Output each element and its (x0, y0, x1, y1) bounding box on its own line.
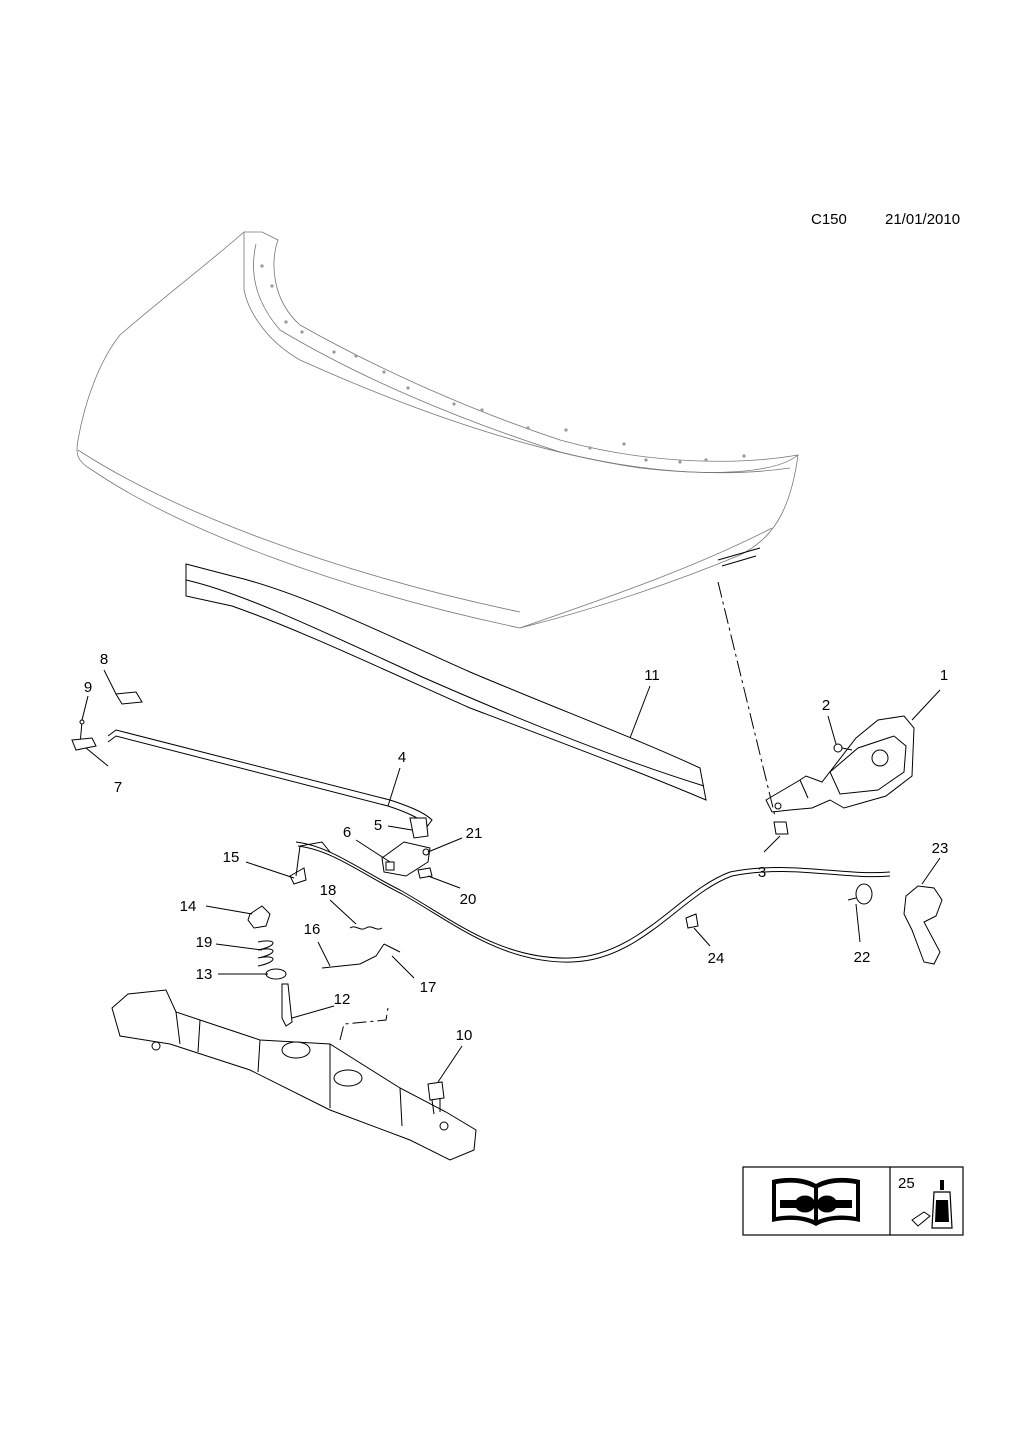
legend-item-25: 25 (898, 1175, 915, 1192)
wrench-book-icon (772, 1177, 860, 1226)
cable-grommet (847, 883, 873, 905)
callout-19: 19 (196, 934, 213, 951)
front-cross-member (111, 989, 477, 1161)
sealant-tube-icon (911, 1180, 953, 1229)
callout-20: 20 (460, 891, 477, 908)
bonnet-support-rod (107, 729, 433, 829)
diagram-date: 21/01/2010 (885, 211, 961, 228)
lock-lever (321, 943, 385, 969)
callout-15: 15 (223, 849, 240, 866)
callout-24: 24 (708, 950, 725, 967)
bonnet-seal-strip (185, 563, 707, 801)
callout-18: 18 (320, 882, 337, 899)
callout-8: 8 (100, 651, 108, 668)
callout-14: 14 (180, 898, 197, 915)
latch-bolt (833, 743, 853, 753)
callout-2: 2 (822, 697, 830, 714)
bump-stop-buffer (427, 1081, 445, 1115)
callout-5: 5 (374, 817, 382, 834)
catch-clip (409, 817, 429, 839)
bonnet-latch (765, 715, 915, 813)
callout-6: 6 (343, 824, 351, 841)
callout-leaders (81, 669, 941, 1083)
callout-11: 11 (644, 667, 660, 684)
latch-nut (773, 821, 789, 835)
callout-12: 12 (334, 991, 351, 1008)
release-handle (903, 885, 943, 965)
diagram-code: C150 (811, 211, 847, 228)
callout-numbers: 1 2 3 4 5 6 7 8 9 10 11 12 13 14 15 16 1… (84, 651, 949, 1044)
callout-16: 16 (304, 921, 321, 938)
callout-23: 23 (932, 840, 949, 857)
callout-21: 21 (466, 825, 483, 842)
striker-washer (265, 968, 287, 980)
bonnet-panel (76, 231, 799, 629)
release-cable (289, 841, 891, 963)
callout-4: 4 (398, 749, 406, 766)
cable-clip (685, 913, 699, 929)
lock-spring (349, 926, 383, 930)
rod-bracket (71, 737, 97, 751)
callout-13: 13 (196, 966, 213, 983)
striker-guide (247, 905, 271, 929)
callout-22: 22 (854, 949, 871, 966)
rod-clip (115, 691, 143, 705)
catch-nut (417, 867, 433, 879)
striker-bolt (281, 983, 293, 1027)
service-legend: 25 (742, 1166, 964, 1236)
catch-bracket (381, 841, 431, 877)
callout-3: 3 (758, 864, 766, 881)
callout-17: 17 (420, 979, 437, 996)
callout-7: 7 (114, 779, 122, 796)
striker-spring (257, 940, 274, 967)
callout-9: 9 (84, 679, 92, 696)
lock-pin (383, 943, 401, 953)
callout-1: 1 (940, 667, 948, 684)
callout-10: 10 (456, 1027, 473, 1044)
